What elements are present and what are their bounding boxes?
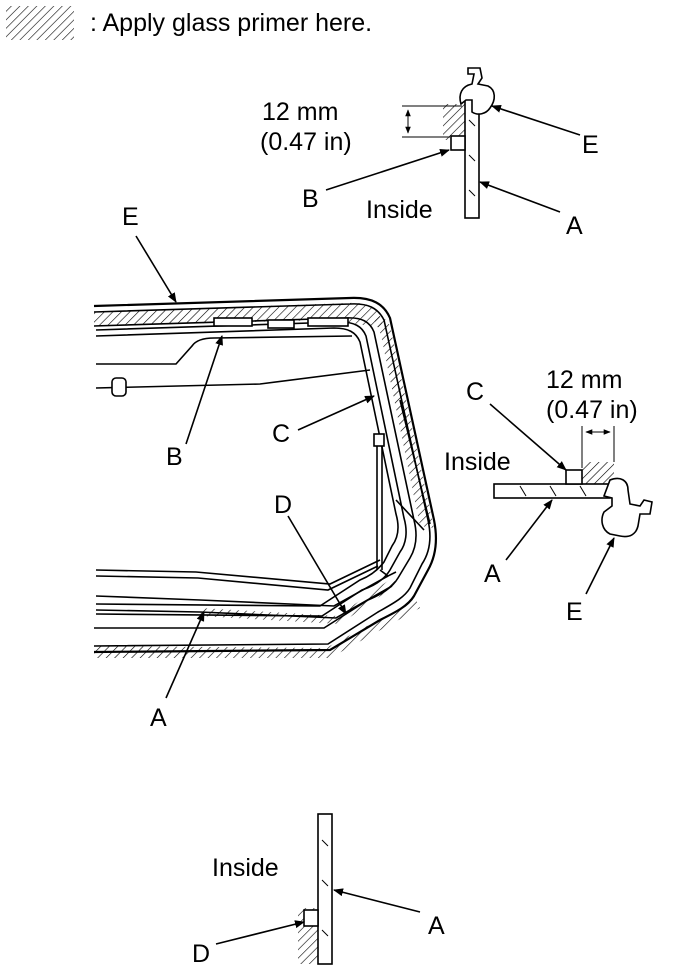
label-c-right: C xyxy=(466,378,484,406)
dimension-metric-right: 12 mm xyxy=(546,366,622,394)
legend-text: : Apply glass primer here. xyxy=(90,9,372,37)
label-e-right: E xyxy=(566,598,583,626)
glass-pane-right xyxy=(493,483,611,499)
primer-band-bottom xyxy=(94,600,420,658)
dimension-metric-top: 12 mm xyxy=(262,98,338,126)
label-b-top: B xyxy=(302,185,319,213)
label-c-main: C xyxy=(272,420,290,448)
label-a-bottom: A xyxy=(428,912,445,940)
label-e-top: E xyxy=(582,131,599,159)
inside-right: Inside xyxy=(444,448,511,476)
primer-hatch-swatch xyxy=(6,6,74,40)
primer-band-top xyxy=(94,302,384,328)
dimension-imperial-right: (0.47 in) xyxy=(546,396,638,424)
adhesive-block-right xyxy=(565,469,583,485)
label-a-main: A xyxy=(150,704,167,732)
inside-bottom: Inside xyxy=(212,854,279,882)
label-d-bottom: D xyxy=(192,940,210,968)
mirror-mount xyxy=(111,377,127,397)
legend: : Apply glass primer here. xyxy=(6,6,372,40)
adhesive-block-bottom xyxy=(303,909,319,927)
molding-top xyxy=(459,67,496,115)
label-b-main: B xyxy=(166,443,183,471)
label-a-right: A xyxy=(484,560,501,588)
windshield-outer-edge xyxy=(93,296,438,654)
detail-right: 12 mm (0.47 in) C Inside A E xyxy=(444,366,653,626)
primer-area-top xyxy=(443,104,465,140)
label-e-main: E xyxy=(122,203,139,231)
dimension-imperial-top: (0.47 in) xyxy=(260,128,352,156)
molding-right xyxy=(601,477,653,538)
inside-top: Inside xyxy=(366,196,433,224)
windshield-main: E B C D A xyxy=(93,203,438,732)
glass-pane-bottom xyxy=(317,813,333,965)
primer-area-right xyxy=(582,462,614,484)
detail-bottom: Inside D A xyxy=(192,813,445,968)
adhesive-block-top xyxy=(450,135,466,151)
label-d-main: D xyxy=(274,491,292,519)
label-a-top: A xyxy=(566,212,583,240)
detail-top: 12 mm (0.47 in) B Inside E A xyxy=(260,67,599,240)
